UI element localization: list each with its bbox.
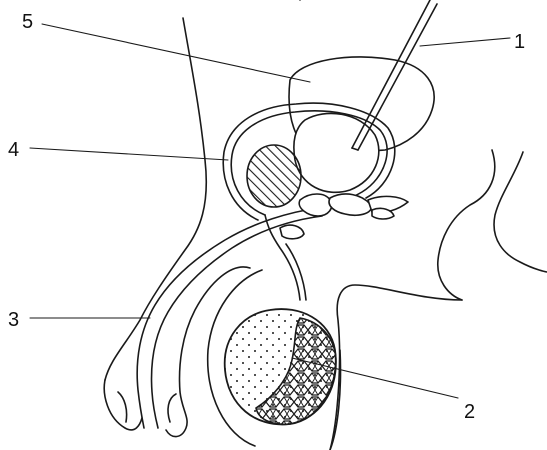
callout-3: 3 [8, 309, 19, 331]
small-glands [280, 194, 408, 239]
callout-5: 5 [22, 11, 33, 33]
hatched-structure [247, 145, 301, 207]
testis [225, 309, 336, 424]
leader-4 [30, 148, 228, 160]
callout-1: 1 [514, 31, 525, 53]
leader-5 [42, 24, 310, 82]
callout-4: 4 [8, 139, 19, 161]
callout-2: 2 [464, 401, 475, 423]
leader-1 [420, 38, 510, 46]
